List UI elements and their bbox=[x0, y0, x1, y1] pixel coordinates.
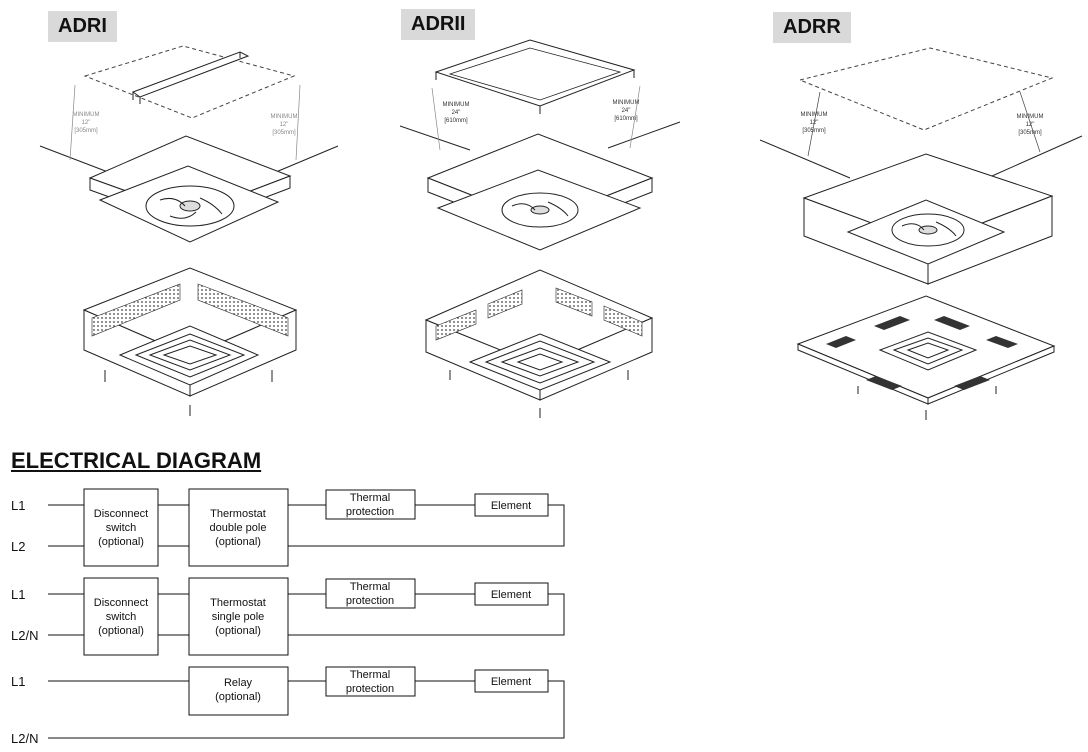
row2-disconnect-line2: switch bbox=[106, 611, 137, 623]
adrr-min-left-3: [305mm] bbox=[802, 128, 826, 134]
row1-element-label: Element bbox=[491, 500, 531, 512]
row2-element-box bbox=[474, 582, 549, 606]
adrr-min-right-1: MINIMUM bbox=[1017, 114, 1044, 120]
adrr-illustration: MINIMUM 12" [305mm] MINIMUM 12" [305mm] bbox=[759, 47, 1083, 420]
row3-line-bottom-label: L2/N bbox=[11, 731, 38, 746]
row1-disconnect-line3: (optional) bbox=[98, 536, 144, 548]
row1-disconnect-line2: switch bbox=[106, 522, 137, 534]
adri-illustration: MINIMUM 12" [305mm] MINIMUM 12" [305mm] bbox=[39, 45, 339, 416]
row3-relay-line2: (optional) bbox=[215, 691, 261, 703]
row3-relay-line1: Relay bbox=[224, 677, 253, 689]
adri-min-left-1: MINIMUM bbox=[73, 112, 100, 118]
adri-min-right-3: [305mm] bbox=[272, 130, 296, 136]
row2-thermal-line1: Thermal bbox=[350, 581, 390, 593]
row1-line-bottom-label: L2 bbox=[11, 539, 25, 554]
row3-line-top-label: L1 bbox=[11, 674, 25, 689]
row2-thermostat-box bbox=[188, 577, 289, 656]
row2-control-line2: single pole bbox=[212, 611, 265, 623]
row3-relay-box bbox=[188, 666, 289, 716]
row2-disconnect-line3: (optional) bbox=[98, 625, 144, 637]
adrr-min-left-1: MINIMUM bbox=[801, 112, 828, 118]
row3-thermal-line1: Thermal bbox=[350, 669, 390, 681]
row3-thermal-line2: protection bbox=[346, 683, 394, 695]
adrr-min-right-2: 12" bbox=[1026, 122, 1035, 128]
adri-min-right-2: 12" bbox=[280, 122, 289, 128]
row1-thermal-line2: protection bbox=[346, 506, 394, 518]
row2-thermal-line2: protection bbox=[346, 595, 394, 607]
row2-control-line1: Thermostat bbox=[210, 597, 266, 609]
row2-thermal-box bbox=[325, 578, 416, 609]
row2-disconnect-line1: Disconnect bbox=[94, 597, 148, 609]
row2-line-top-label: L1 bbox=[11, 587, 25, 602]
model-label-adri: ADRI bbox=[48, 11, 117, 42]
row2-disconnect-box bbox=[83, 577, 159, 656]
adrii-min-right-1: MINIMUM bbox=[613, 100, 640, 106]
row1-thermostat-box bbox=[188, 488, 289, 567]
adrii-min-left-1: MINIMUM bbox=[443, 102, 470, 108]
row2-control-line3: (optional) bbox=[215, 625, 261, 637]
row3-thermal-box bbox=[325, 666, 416, 697]
row1-disconnect-box bbox=[83, 488, 159, 567]
row1-thermal-line1: Thermal bbox=[350, 492, 390, 504]
row3-element-box bbox=[474, 669, 549, 693]
model-label-adrii: ADRII bbox=[401, 9, 476, 40]
adrii-min-right-3: [610mm] bbox=[614, 116, 638, 122]
electrical-diagram-title: ELECTRICAL DIAGRAM bbox=[11, 448, 262, 473]
adrii-min-left-3: [610mm] bbox=[444, 118, 468, 124]
product-illustrations: MINIMUM 12" [305mm] MINIMUM 12" [305mm] bbox=[39, 39, 1083, 420]
row2-element-label: Element bbox=[491, 589, 531, 601]
adrii-illustration: MINIMUM 24" [610mm] MINIMUM 24" [610mm] bbox=[399, 39, 681, 418]
adrr-min-right-3: [305mm] bbox=[1018, 130, 1042, 136]
adrii-min-left-2: 24" bbox=[452, 110, 461, 116]
row1-disconnect-line1: Disconnect bbox=[94, 508, 148, 520]
adri-min-right-1: MINIMUM bbox=[271, 114, 298, 120]
adri-min-left-3: [305mm] bbox=[74, 128, 98, 134]
row1-control-line3: (optional) bbox=[215, 536, 261, 548]
row1-element-box bbox=[474, 493, 549, 517]
adrr-min-left-2: 12" bbox=[810, 120, 819, 126]
row1-control-line2: double pole bbox=[210, 522, 267, 534]
adri-min-left-2: 12" bbox=[82, 120, 91, 126]
row1-line-top-label: L1 bbox=[11, 498, 25, 513]
adrii-min-right-2: 24" bbox=[622, 108, 631, 114]
model-label-adrr: ADRR bbox=[773, 12, 851, 43]
row1-thermal-box bbox=[325, 489, 416, 520]
row3-element-label: Element bbox=[491, 676, 531, 688]
row2-line-bottom-label: L2/N bbox=[11, 628, 38, 643]
row1-control-line1: Thermostat bbox=[210, 508, 266, 520]
